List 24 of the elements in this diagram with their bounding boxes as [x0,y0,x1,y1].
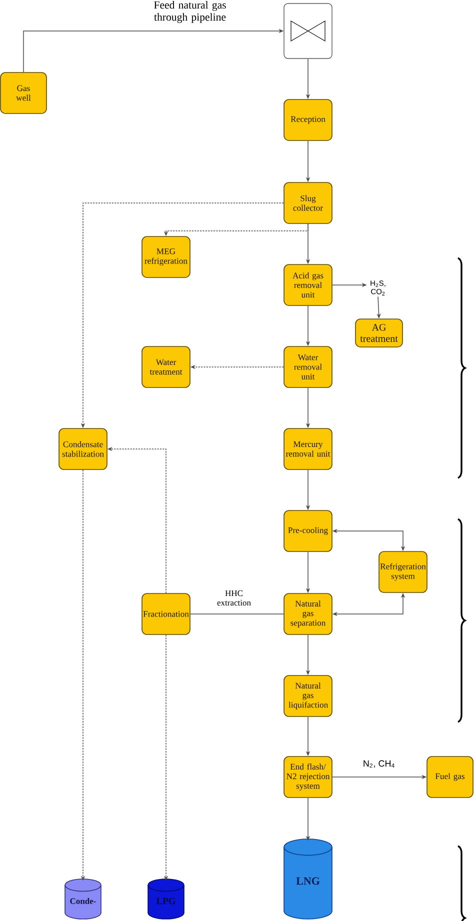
edge-label: N$_{2}$, CH$_{4}$ [364,760,394,768]
valve-symbol [284,3,332,59]
edge-label: Feed natural gas through pipeline [154,1,226,23]
process-box: Water treatment [142,346,190,388]
process-box: Mercury removal unit [284,428,332,470]
process-box: End flash/ N2 rejection system [284,756,332,798]
process-box: MEG refrigeration [142,236,190,278]
tank-cylinder: LNG [284,838,332,920]
tank-cylinder: Conde- [64,878,102,920]
edge-label: HHC extraction [217,590,251,606]
process-box: Water removal unit [284,346,332,388]
process-box: Gas well [0,72,47,114]
process-box: Refrigeration system [378,551,428,593]
process-box: Natural gas separation [284,593,332,635]
tank-cylinder: LPG [148,878,184,920]
process-box: AG treatment [355,318,403,348]
process-box: Acid gas removal unit [284,264,332,306]
process-box: Fuel gas [426,756,474,798]
process-box: Slug collector [284,182,332,224]
process-box: Reception [284,99,332,141]
process-box: Pre-cooling [284,510,332,552]
process-box: Fractionation [142,593,190,635]
process-box: Natural gas liquifaction [284,675,332,717]
process-box: Condensate stabilization [58,428,108,470]
